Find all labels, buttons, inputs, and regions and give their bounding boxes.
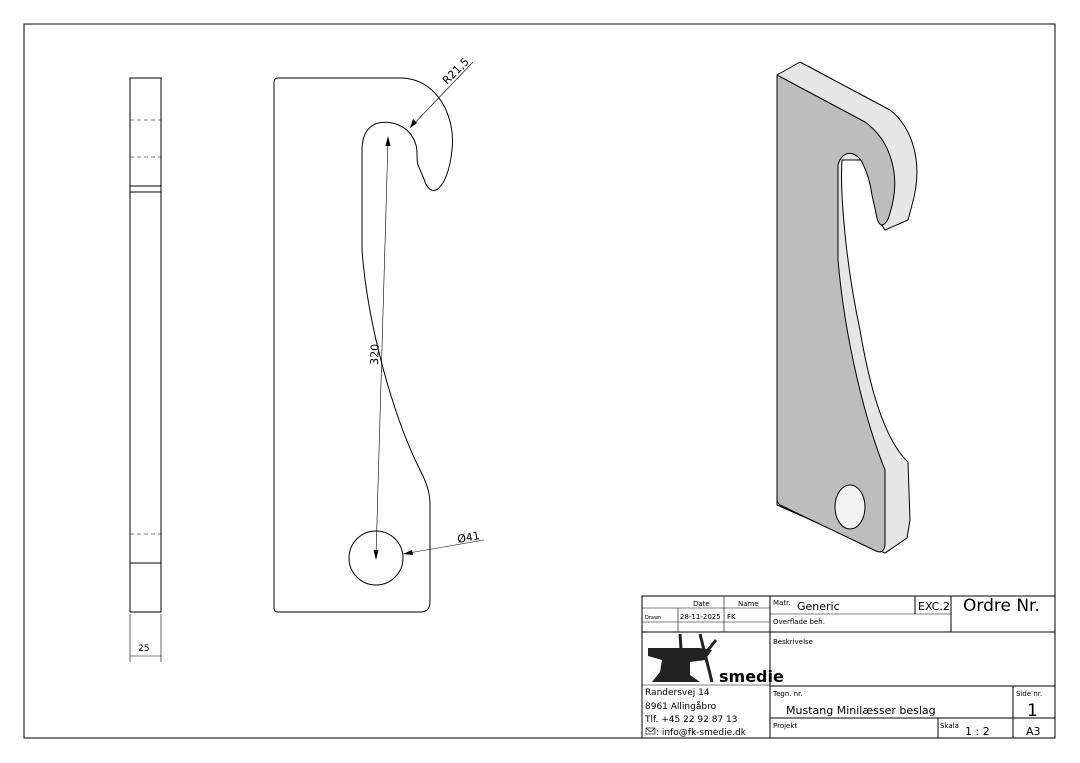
drawn-label: Drawn	[645, 615, 661, 621]
email: : info@fk-smedie.dk	[656, 728, 747, 738]
material-value: Generic	[797, 600, 840, 613]
drawing-frame	[23, 23, 1056, 739]
page-value: 1	[1027, 701, 1038, 721]
scale-label: Skala	[940, 722, 959, 730]
drawn-name: FK	[727, 613, 736, 621]
thickness-dimension: 25	[138, 644, 149, 654]
isometric-view	[776, 61, 918, 554]
title-block: Date Name Drawn 28-11-2025 FK smedie Ran…	[641, 595, 1056, 739]
mail-icon	[645, 727, 656, 735]
diameter-dimension: Ø41	[456, 529, 481, 546]
address-line1: Randersvej 14	[645, 688, 710, 698]
project-label: Projekt	[773, 722, 797, 730]
exc-class: EXC.2	[918, 600, 950, 613]
name-header: Name	[738, 600, 759, 608]
surface-label: Overflade beh.	[773, 618, 825, 626]
address-line2: 8961 Allingåbro	[645, 701, 717, 712]
description-label: Beskrivelse	[773, 638, 813, 646]
phone: Tlf. +45 22 92 87 13	[644, 715, 737, 725]
radius-dimension: R21,5	[440, 55, 472, 87]
date-header: Date	[693, 600, 710, 608]
drawn-date: 28-11-2025	[680, 613, 721, 621]
svg-text:smedie: smedie	[719, 667, 784, 686]
length-dimension: 320	[368, 344, 382, 365]
side-view: 25	[129, 77, 162, 662]
page-label: Side nr.	[1016, 690, 1042, 698]
scale-value: 1 : 2	[965, 725, 990, 738]
paper-size: A3	[1026, 725, 1041, 738]
drawing-title: Mustang Minilæsser beslag	[786, 704, 936, 717]
front-view: 320 R21,5 Ø41	[273, 55, 485, 613]
drawing-no-label: Tegn. nr.	[772, 690, 803, 698]
company-logo: smedie	[648, 633, 784, 686]
hole	[348, 530, 404, 586]
order-label: Ordre Nr.	[963, 596, 1040, 616]
material-label: Matr.	[773, 599, 791, 607]
